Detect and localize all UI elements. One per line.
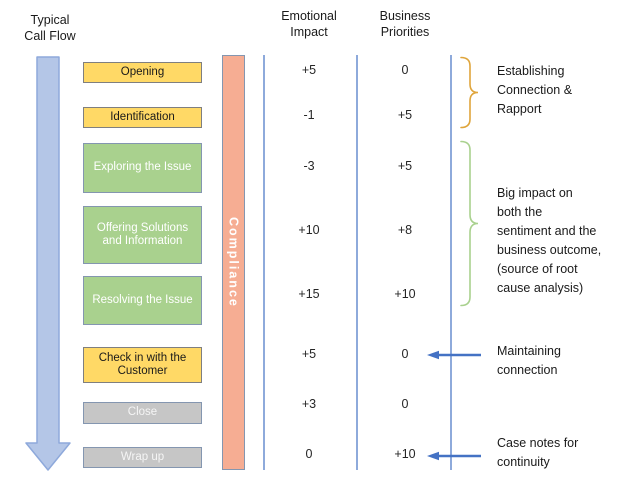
compliance-label: Compliance <box>226 217 241 308</box>
yellow-brace-icon <box>460 56 479 129</box>
stage-box-wrap-up: Wrap up <box>83 447 202 468</box>
compliance-bar: Compliance <box>222 55 245 470</box>
title-typical-call-flow: Typical Call Flow <box>24 13 76 43</box>
emotional-value-wrap-up: 0 <box>305 447 313 461</box>
business-value-close: 0 <box>401 397 409 411</box>
stage-box-resolving: Resolving the Issue <box>83 276 202 325</box>
stage-box-exploring: Exploring the Issue <box>83 143 202 193</box>
annotation-maintaining-connection: Maintaining connection <box>497 344 561 377</box>
left-arrow-icon-maintaining <box>427 350 481 360</box>
business-value-check-in: 0 <box>401 347 409 361</box>
emotional-value-opening: +5 <box>301 63 317 77</box>
business-value-identification: +5 <box>397 108 413 122</box>
guide-line-1 <box>263 55 265 470</box>
call-flow-down-arrow-icon <box>25 56 71 471</box>
stage-box-offering: Offering Solutions and Information <box>83 206 202 264</box>
business-value-opening: 0 <box>401 63 409 77</box>
emotional-value-offering: +10 <box>298 223 320 237</box>
stage-box-opening: Opening <box>83 62 202 83</box>
column-header-business-priorities: Business Priorities <box>379 9 431 39</box>
emotional-value-close: +3 <box>301 397 317 411</box>
emotional-value-check-in: +5 <box>301 347 317 361</box>
business-value-exploring: +5 <box>397 159 413 173</box>
stage-box-close: Close <box>83 402 202 424</box>
annotation-case-notes: Case notes for continuity <box>497 436 579 469</box>
stage-box-check-in: Check in with the Customer <box>83 347 202 383</box>
annotation-establishing-connection: Establishing Connection & Rapport <box>497 64 573 116</box>
business-value-offering: +8 <box>397 223 413 237</box>
guide-line-3 <box>450 55 452 470</box>
guide-line-2 <box>356 55 358 470</box>
business-value-resolving: +10 <box>394 287 416 301</box>
stage-box-identification: Identification <box>83 107 202 128</box>
business-value-wrap-up: +10 <box>394 447 416 461</box>
emotional-value-resolving: +15 <box>298 287 320 301</box>
annotation-big-impact: Big impact on both the sentiment and the… <box>497 186 602 295</box>
left-arrow-icon-case-notes <box>427 451 481 461</box>
green-brace-icon <box>460 140 479 307</box>
column-header-emotional-impact: Emotional Impact <box>281 9 337 39</box>
emotional-value-identification: -1 <box>303 108 315 122</box>
emotional-value-exploring: -3 <box>303 159 315 173</box>
